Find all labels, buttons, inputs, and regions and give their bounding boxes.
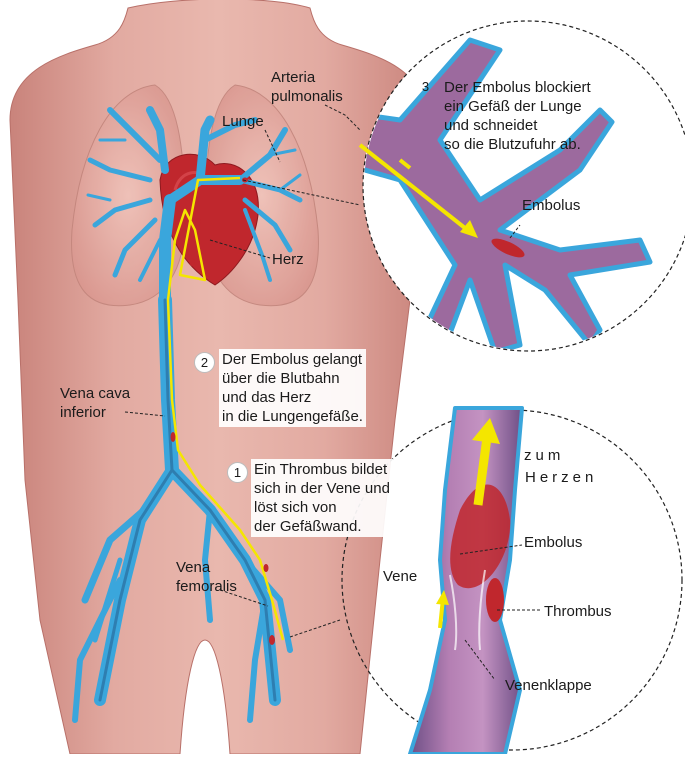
label-lunge: Lunge <box>222 113 264 130</box>
vein-thrombus <box>486 578 504 622</box>
label-thrombus: Thrombus <box>544 603 612 620</box>
lung-vessel-zoom <box>358 37 653 350</box>
label-vena-cava-line1: Vena cava <box>60 385 131 402</box>
zum-herzen-arrow <box>473 429 493 506</box>
step-1-line: sich in der Vene und <box>254 480 390 497</box>
step-3-text: Der Embolus blockiert ein Gefäß der Lung… <box>444 78 591 154</box>
label-femoralis-line1: Vena <box>176 559 211 576</box>
step-1-text: Ein Thrombus bildet sich in der Vene und… <box>251 459 393 537</box>
step-3-number: 3 <box>421 79 430 94</box>
label-vene: Vene <box>383 568 418 585</box>
label-venenklappe: Venenklappe <box>505 677 592 694</box>
embolus-path <box>166 176 285 641</box>
step-3-line: und schneidet <box>444 117 538 134</box>
step-3-line: so die Blutzufuhr ab. <box>444 136 581 153</box>
lung-embolus <box>491 238 525 258</box>
label-embolus-vein: Embolus <box>524 534 583 551</box>
label-vena-cava-line2: inferior <box>60 404 106 421</box>
label-femoralis-line2: femoralis <box>176 578 237 595</box>
step-1-line: Ein Thrombus bildet <box>254 461 388 478</box>
label-herzen: Herzen <box>525 469 598 486</box>
label-embolus-lung: Embolus <box>522 197 581 214</box>
step-2-line: und das Herz <box>222 389 312 406</box>
label-vena-femoralis: Vena femoralis <box>176 558 237 596</box>
step-3-line: ein Gefäß der Lunge <box>444 98 582 115</box>
label-zum: zum <box>524 447 565 464</box>
label-arteria-pulmonalis: Arteria pulmonalis <box>271 68 343 106</box>
step-2-number: 2 <box>194 352 215 373</box>
step-1-line: löst sich von <box>254 499 337 516</box>
step-1-line: der Gefäßwand. <box>254 518 362 535</box>
leader-lines <box>124 104 540 681</box>
step-2-line: Der Embolus gelangt <box>222 351 363 368</box>
label-vena-cava: Vena cava inferior <box>60 384 130 422</box>
embolus-arrow-lung <box>358 143 472 234</box>
embolus-markers <box>170 177 275 645</box>
step-2-text: Der Embolus gelangt über die Blutbahn un… <box>219 349 366 427</box>
step-2-line: über die Blutbahn <box>222 370 340 387</box>
step-3-line: Der Embolus blockiert <box>444 79 591 96</box>
label-arteria-line1: Arteria <box>271 69 316 86</box>
step-2-line: in die Lungengefäße. <box>222 408 363 425</box>
step-1-number: 1 <box>227 462 248 483</box>
label-arteria-line2: pulmonalis <box>271 88 343 105</box>
vein-embolus <box>450 484 511 589</box>
label-herz: Herz <box>272 251 304 268</box>
